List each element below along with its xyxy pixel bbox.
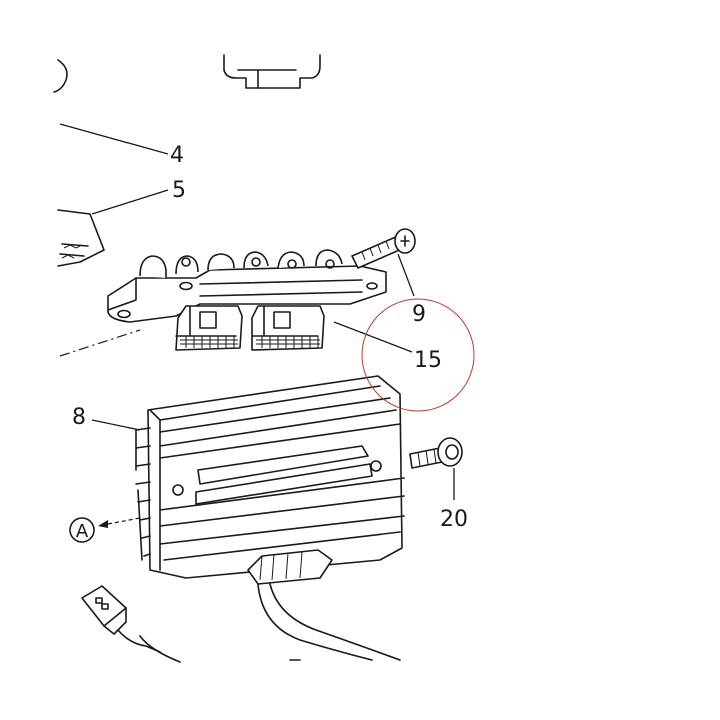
leader-4 (59, 123, 169, 155)
highlight-circle (361, 298, 475, 412)
part-9-bolt (351, 228, 416, 269)
view-arrow-head (98, 520, 108, 528)
wiring-harness (139, 583, 401, 663)
leader-8 (91, 419, 141, 431)
part-8-regulator (135, 375, 405, 585)
callout-20: 20 (440, 507, 468, 532)
view-arrow-line (107, 517, 141, 525)
view-a-label: A (76, 521, 89, 542)
leader-9 (397, 253, 415, 297)
small-connector (81, 585, 161, 653)
part-15-connector-bracket (107, 249, 387, 351)
callout-15: 15 (414, 348, 442, 373)
callout-8: 8 (72, 405, 86, 430)
left-hook-part (53, 59, 68, 93)
callout-9: 9 (412, 302, 426, 327)
upper-bracket-part (223, 54, 321, 89)
part-5-component (57, 209, 105, 267)
callout-4: 4 (170, 143, 184, 168)
leader-15 (333, 321, 413, 353)
leader-5 (91, 189, 169, 215)
view-a-circle (69, 517, 95, 543)
part-20-bolt (409, 437, 463, 469)
axis-line (59, 329, 141, 357)
callout-5: 5 (172, 178, 186, 203)
